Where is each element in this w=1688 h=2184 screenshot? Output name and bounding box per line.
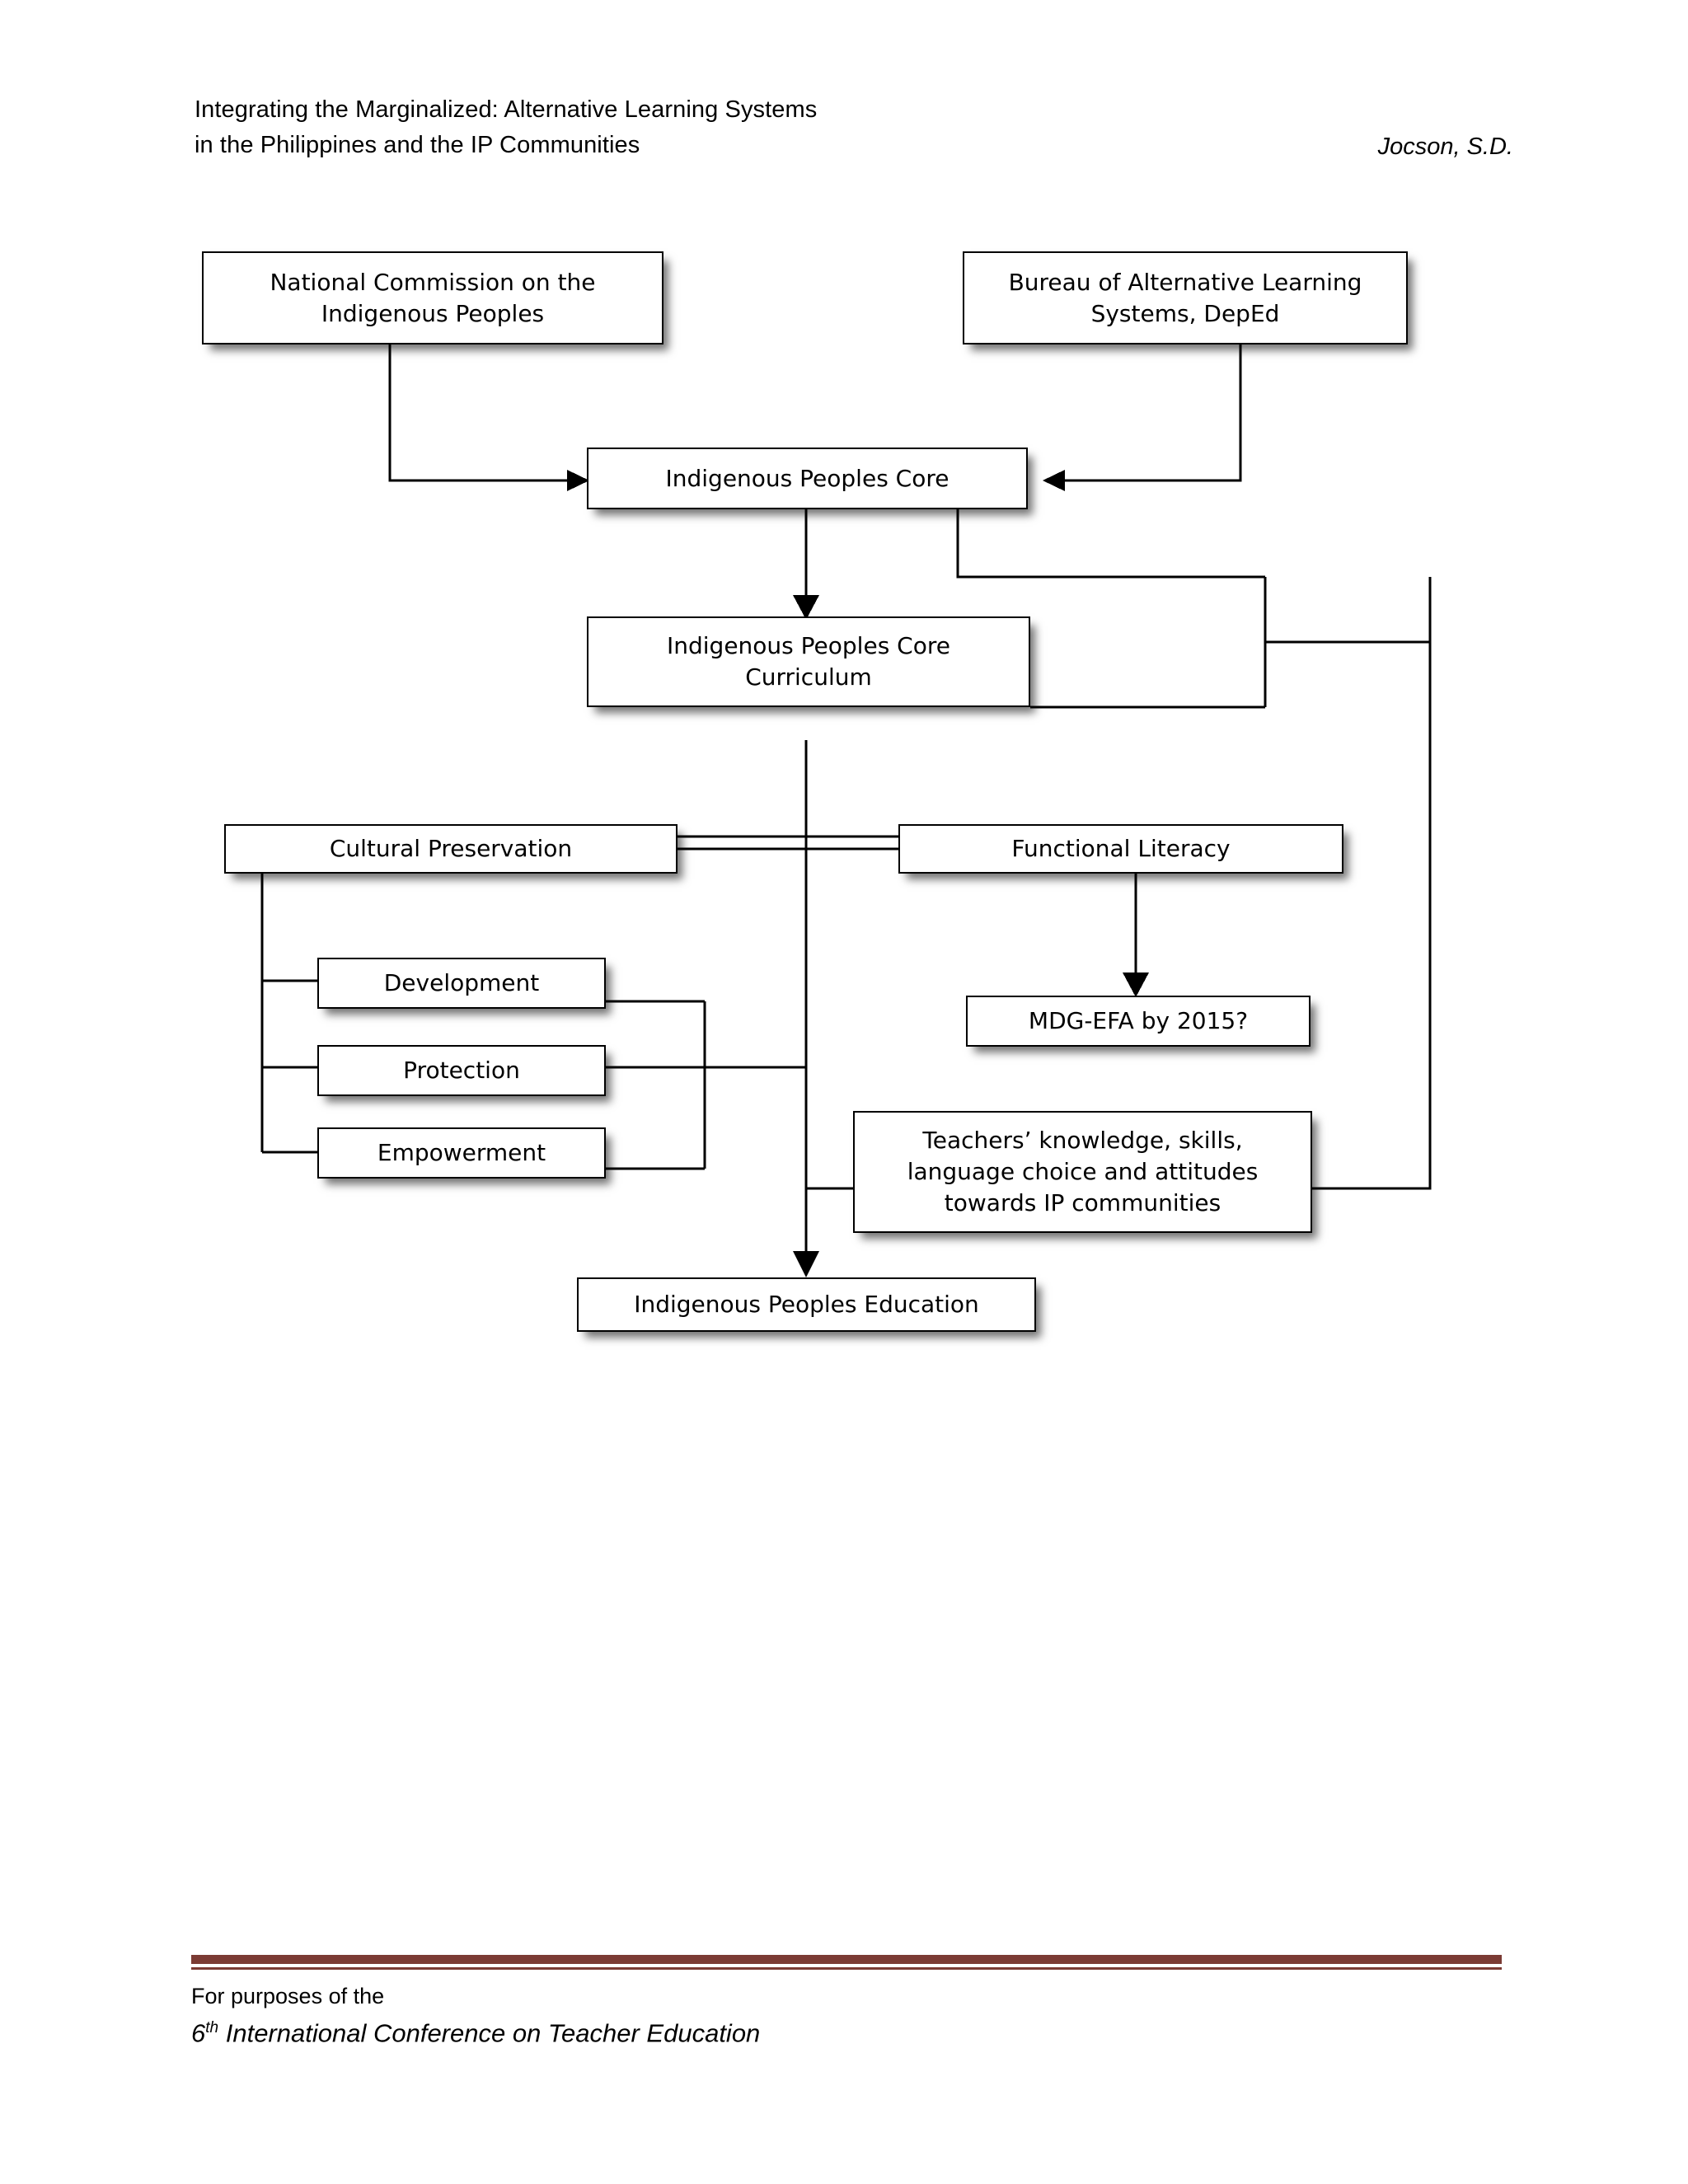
node-label: Development	[383, 969, 540, 996]
node-empowerment[interactable]: Empowerment	[317, 1127, 606, 1179]
node-development[interactable]: Development	[317, 958, 606, 1009]
arrowhead-icon	[793, 595, 819, 620]
page-title-line-2: in the Philippines and the IP Communitie…	[195, 132, 640, 158]
page-footer: For purposes of the 6th International Co…	[191, 1955, 1502, 2050]
node-functional-literacy[interactable]: Functional Literacy	[898, 824, 1343, 874]
footer-conference-name: International Conference on Teacher Educ…	[218, 2018, 761, 2048]
node-mdg-efa-2015[interactable]: MDG-EFA by 2015?	[966, 996, 1311, 1047]
node-cultural-preservation[interactable]: Cultural Preservation	[224, 824, 678, 874]
node-label: Cultural Preservation	[329, 835, 573, 862]
node-label: Indigenous Peoples Education	[634, 1291, 979, 1318]
node-national-commission-indigenous-peoples[interactable]: National Commission on the Indigenous Pe…	[202, 251, 663, 344]
page-title-line-1: Integrating the Marginalized: Alternativ…	[195, 96, 818, 123]
node-indigenous-peoples-core[interactable]: Indigenous Peoples Core	[587, 448, 1028, 509]
node-label: Protection	[403, 1057, 520, 1084]
footer-line-2: 6th International Conference on Teacher …	[191, 2011, 1502, 2050]
footer-rule-thin	[191, 1967, 1502, 1970]
author-name: Jocson, S.D.	[1377, 134, 1513, 160]
node-label: Indigenous Peoples Core	[665, 464, 950, 492]
node-label: Teachers’ knowledge, skills, language ch…	[907, 1127, 1259, 1216]
node-label: Functional Literacy	[1011, 835, 1231, 862]
arrowhead-icon	[567, 470, 589, 491]
page-header: Integrating the Marginalized: Alternativ…	[195, 92, 1513, 183]
node-label: Empowerment	[377, 1139, 546, 1166]
page-title: Integrating the Marginalized: Alternativ…	[195, 92, 1101, 163]
footer-rule-thick	[191, 1955, 1502, 1964]
footer-ordinal-suffix: th	[205, 2019, 219, 2036]
node-teachers-knowledge-skills[interactable]: Teachers’ knowledge, skills, language ch…	[853, 1111, 1312, 1233]
node-label: MDG-EFA by 2015?	[1028, 1007, 1249, 1034]
edge-bals-to-ipcore	[1065, 344, 1242, 482]
footer-ordinal-number: 6	[191, 2018, 206, 2048]
flowchart-diagram: National Commission on the Indigenous Pe…	[202, 251, 1432, 1332]
node-label: Indigenous Peoples Core Curriculum	[667, 632, 950, 691]
node-protection[interactable]: Protection	[317, 1045, 606, 1096]
edge-ncip-to-ipcore	[388, 344, 567, 482]
node-indigenous-peoples-education[interactable]: Indigenous Peoples Education	[577, 1277, 1036, 1332]
node-label: Bureau of Alternative Learning Systems, …	[1008, 268, 1362, 327]
arrowhead-icon	[793, 1251, 819, 1277]
node-label: National Commission on the Indigenous Pe…	[270, 268, 596, 327]
node-bureau-alternative-learning-systems[interactable]: Bureau of Alternative Learning Systems, …	[963, 251, 1408, 344]
arrowhead-icon	[1043, 470, 1065, 491]
arrowhead-icon	[1123, 972, 1149, 997]
edge-ipcore-to-right-trunk	[956, 509, 1265, 579]
node-indigenous-peoples-core-curriculum[interactable]: Indigenous Peoples Core Curriculum	[587, 616, 1030, 707]
footer-line-1: For purposes of the	[191, 1984, 385, 2008]
flowchart-nodes: National Commission on the Indigenous Pe…	[202, 251, 1408, 1332]
footer-rule-gap	[191, 1964, 1502, 1967]
edge-far-rail-to-teachers	[1312, 604, 1432, 1190]
